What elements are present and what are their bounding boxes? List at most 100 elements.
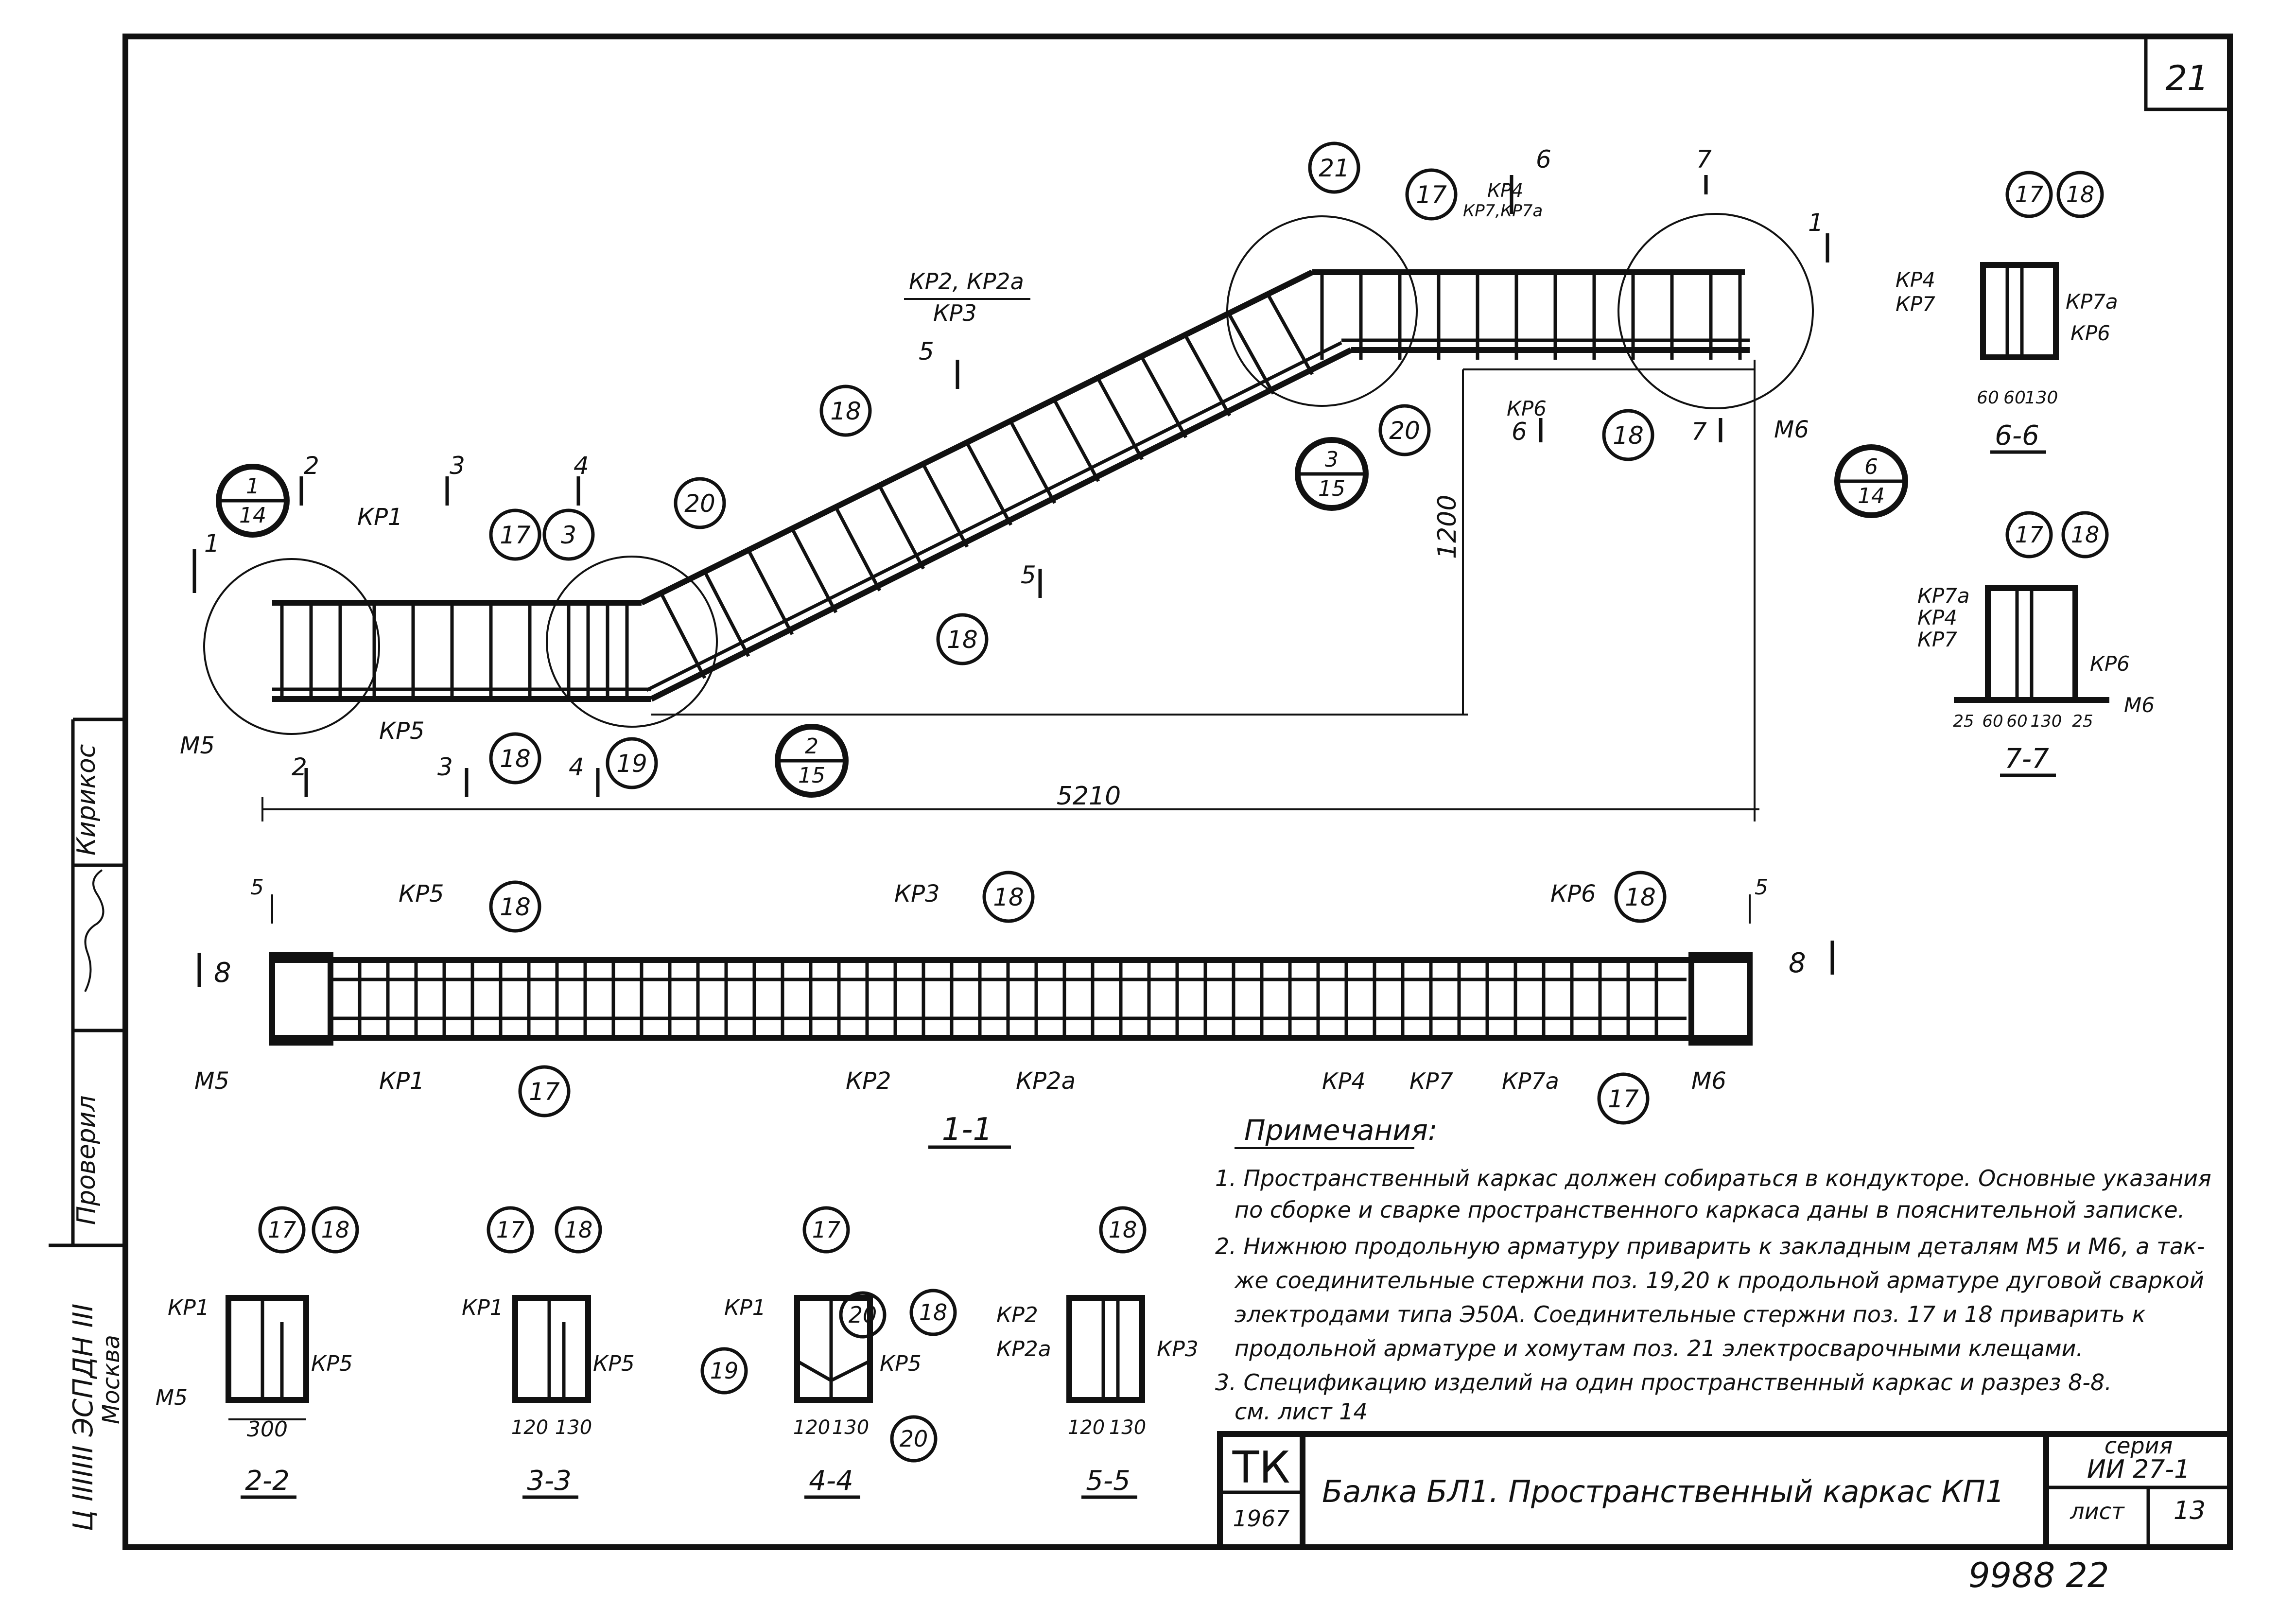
- balloon: 18: [555, 1206, 602, 1254]
- org-code: ТК: [1232, 1442, 1290, 1493]
- plan-title: 1-1: [942, 1112, 993, 1148]
- balloon: 18: [489, 880, 541, 933]
- sheet-label: лист: [2070, 1498, 2125, 1524]
- section-mark: 1: [1808, 209, 1829, 262]
- s77-kr4: КР4: [1917, 606, 1957, 629]
- s77-kr6: КР6: [2090, 652, 2130, 676]
- svg-text:20: 20: [684, 489, 715, 518]
- section-mark: 4: [569, 753, 600, 797]
- section-7-7: КР7а КР4 КР7 КР6 М6 25 60 60 130 25 17 1…: [1917, 511, 2155, 777]
- svg-text:18: 18: [2066, 181, 2095, 208]
- s44-kr1: КР1: [724, 1295, 766, 1320]
- svg-text:17: 17: [812, 1217, 841, 1243]
- svg-text:5: 5: [1755, 875, 1768, 900]
- balloon: 18: [312, 1206, 359, 1254]
- label-kr7-kr7a: КР7,КР7а: [1463, 201, 1543, 221]
- s22-kr1: КР1: [168, 1295, 209, 1320]
- balloon: 17: [1405, 168, 1458, 221]
- svg-text:18: 18: [1625, 883, 1656, 911]
- balloon: 19: [700, 1347, 748, 1395]
- svg-text:6: 6: [1512, 418, 1527, 446]
- checker-name: Кирикос: [72, 744, 101, 856]
- svg-text:1: 1: [204, 529, 220, 558]
- note-line: продольной арматуре и хомутам поз. 21 эл…: [1235, 1335, 2083, 1362]
- svg-text:15: 15: [1318, 476, 1345, 501]
- svg-text:17: 17: [500, 521, 531, 549]
- balloon: 20: [674, 477, 726, 529]
- s66-kr4: КР4: [1896, 268, 1935, 292]
- svg-text:3: 3: [1325, 447, 1339, 472]
- section-mark: 5: [1749, 875, 1768, 924]
- detail-ref: 614: [1834, 444, 1908, 518]
- svg-text:17: 17: [1416, 181, 1447, 209]
- section-mark: 2: [299, 452, 319, 506]
- s77-dim-a: 25: [1953, 712, 1974, 731]
- plan-label-kr2: КР2: [846, 1067, 891, 1095]
- balloon: 18: [489, 732, 541, 785]
- section-mark: 4: [574, 452, 589, 506]
- s44-dim-a: 120: [793, 1416, 830, 1439]
- svg-text:18: 18: [993, 883, 1024, 911]
- balloon: 18: [936, 613, 989, 665]
- section-mark: 7: [1691, 418, 1722, 446]
- svg-text:2: 2: [304, 452, 319, 480]
- label-m6: М6: [1774, 416, 1809, 443]
- svg-text:14: 14: [1858, 484, 1885, 508]
- balloon: 18: [1099, 1206, 1147, 1254]
- section-2-2: КР1 КР5 М5 300 17 18 2-2: [156, 1206, 359, 1499]
- svg-text:3: 3: [450, 452, 465, 480]
- drawing-title: Балка БЛ1. Пространственный каркас КП1: [1322, 1474, 2004, 1509]
- plan-label-kr1: КР1: [379, 1067, 425, 1095]
- section-5-5: КР2 КР2а КР3 120 130 18 5-5: [996, 1206, 1199, 1499]
- svg-text:17: 17: [2015, 181, 2044, 208]
- right-stirrups: [1320, 272, 1742, 360]
- svg-text:7: 7: [1696, 145, 1712, 174]
- signature: [84, 869, 104, 992]
- svg-text:7: 7: [1691, 418, 1707, 446]
- svg-text:15: 15: [798, 763, 825, 788]
- svg-text:3: 3: [561, 521, 576, 549]
- svg-text:18: 18: [500, 745, 531, 773]
- plan-label-kr7: КР7: [1409, 1068, 1453, 1094]
- label-m5: М5: [180, 732, 215, 759]
- plan-label-m6: М6: [1691, 1067, 1726, 1095]
- balloon: 17: [1597, 1072, 1650, 1125]
- plan-view: КР5 КР3 КР6 М5 КР1 КР2 КР2а КР4 КР7 КР7а…: [194, 871, 1834, 1149]
- balloon: 17: [487, 1206, 534, 1254]
- s66-kr7: КР7: [1896, 292, 1935, 316]
- s66-dim-a: 60: [1977, 388, 1999, 408]
- balloon: 20: [1378, 404, 1431, 456]
- svg-text:17: 17: [268, 1217, 296, 1243]
- s44-title: 4-4: [809, 1465, 853, 1497]
- s22-m5: М5: [156, 1385, 188, 1410]
- label-kr4: КР4: [1487, 180, 1523, 201]
- s55-kr3: КР3: [1157, 1337, 1199, 1362]
- s44-kr5: КР5: [880, 1351, 922, 1376]
- plate-m6: [1688, 952, 1753, 1046]
- note-line: по сборке и сварке пространственного кар…: [1235, 1197, 2185, 1223]
- s33-kr1: КР1: [462, 1295, 504, 1320]
- detail-circle-left: [203, 558, 380, 735]
- s77-kr7a: КР7а: [1917, 584, 1970, 608]
- balloon: 20: [839, 1291, 887, 1339]
- section-4-4: КР1 КР5 120 130 17 20 18 19 20 4-4: [700, 1206, 957, 1499]
- page-number: 21: [2165, 58, 2209, 98]
- note-line: см. лист 14: [1235, 1398, 1368, 1425]
- note-line: 2. Нижнюю продольную арматуру приварить …: [1215, 1233, 2205, 1259]
- s66-dim-b: 60: [2003, 388, 2026, 408]
- s77-dim-b: 60: [1982, 712, 2003, 731]
- svg-text:18: 18: [2071, 522, 2100, 548]
- city-label: Москва: [98, 1335, 125, 1424]
- s66-dim-c: 130: [2025, 388, 2058, 408]
- s55-dim-b: 130: [1109, 1416, 1146, 1439]
- svg-text:4: 4: [574, 452, 589, 480]
- left-stirrups: [280, 603, 629, 699]
- balloon: 19: [606, 737, 658, 789]
- section-mark: 8: [1789, 941, 1834, 979]
- s33-kr5: КР5: [593, 1351, 635, 1376]
- s77-dim-e: 25: [2072, 712, 2093, 731]
- svg-text:8: 8: [1789, 947, 1806, 979]
- checked-label: Проверил: [72, 1095, 101, 1225]
- svg-text:5: 5: [250, 875, 264, 900]
